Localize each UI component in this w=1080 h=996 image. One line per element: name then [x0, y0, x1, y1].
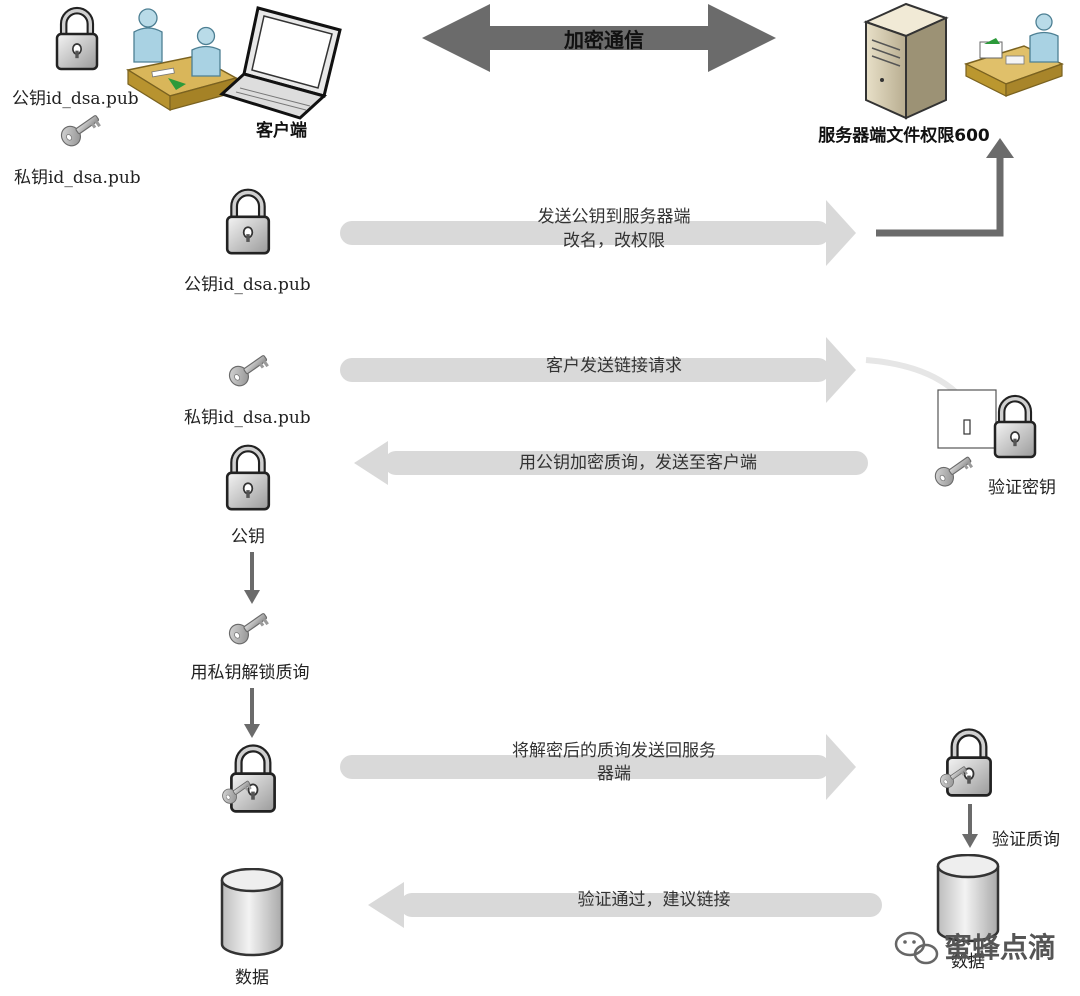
server-label: 服务器端文件权限600: [818, 125, 990, 146]
step1-arrow: [340, 200, 856, 266]
data-left-label: 数据: [235, 968, 269, 988]
step5-arrow-label: 验证通过，建议链接: [578, 890, 731, 910]
encrypted-communication-label: 加密通信: [563, 28, 644, 52]
watermark-text: 蜜蜂点滴: [944, 931, 1056, 964]
step2-arrow-label: 客户发送链接请求: [546, 356, 682, 376]
unlock-private-key-icon: [226, 606, 272, 649]
step4-arrow: [340, 734, 856, 800]
data-right-cylinder-icon: [936, 854, 1000, 943]
laptop-icon: [219, 6, 342, 120]
client-private-key-label: 私钥id_dsa.pub: [14, 168, 141, 188]
encrypted-communication-arrow: 加密通信: [422, 4, 776, 72]
step1-arrow-label-line2: 改名，改权限: [563, 231, 665, 251]
verify-key-icon: [932, 389, 1035, 491]
step2-private-key-label: 私钥id_dsa.pub: [184, 408, 311, 428]
step1-public-key-label: 公钥id_dsa.pub: [184, 275, 311, 295]
down-arrow-2: [244, 688, 260, 738]
verify-challenge-label: 验证质询: [992, 830, 1060, 850]
step3-arrow-label: 用公钥加密质询，发送至客户端: [519, 453, 757, 473]
step4-arrow-label-line2: 器端: [597, 764, 631, 784]
wechat-watermark-icon: [894, 931, 939, 965]
step2-private-key-icon: [226, 348, 272, 391]
step1-public-lock-icon: [227, 193, 269, 254]
unlock-challenge-label: 用私钥解锁质询: [191, 663, 310, 683]
step5-arrow: [368, 882, 882, 928]
public-key-label: 公钥: [231, 527, 265, 547]
client-public-key-label: 公钥id_dsa.pub: [12, 89, 139, 109]
data-right-label: 数据: [951, 952, 985, 972]
step4-arrow-label-line1: 将解密后的质询发送回服务: [512, 741, 716, 761]
client-label: 客户端: [255, 120, 307, 141]
step3-arrow: [354, 441, 868, 485]
people-at-desk-icon: [126, 8, 238, 112]
verify-key-label: 验证密钥: [988, 478, 1056, 498]
client-private-key-icon: [58, 108, 104, 151]
step1-arrow-label-line1: 发送公钥到服务器端: [538, 207, 691, 227]
step2-arrow: [340, 337, 856, 403]
down-arrow-1: [244, 552, 260, 604]
server-tower-icon: [863, 2, 949, 120]
server-operator-icon: [963, 13, 1064, 97]
down-arrow-3: [962, 804, 978, 848]
server-entry-arrow: [876, 138, 1014, 237]
verify-challenge-lock-icon: [938, 732, 991, 795]
data-left-cylinder-icon: [220, 868, 284, 957]
client-public-lock-icon: [57, 11, 97, 69]
unlocked-lock-with-key-icon: [220, 748, 275, 811]
step3-public-lock-icon: [227, 449, 269, 510]
